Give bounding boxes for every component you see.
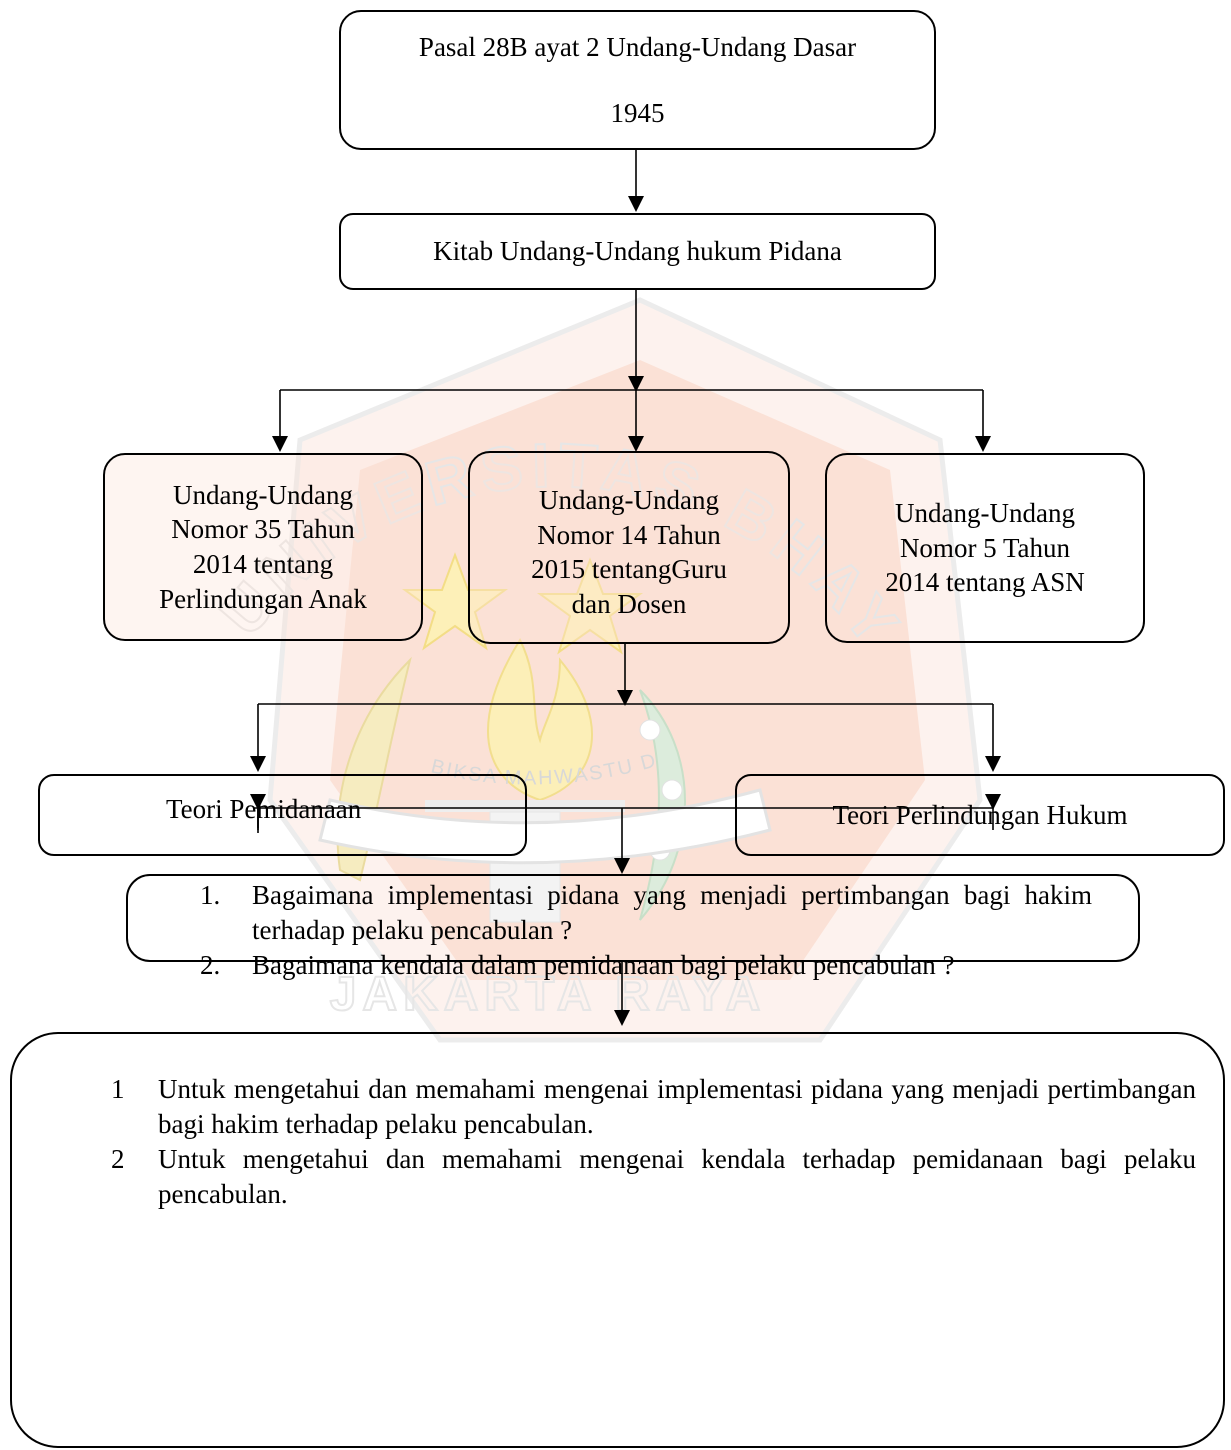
- objective-item-2: 2 Untuk mengetahui dan memahami mengenai…: [111, 1142, 1196, 1212]
- arrowhead: [628, 376, 644, 392]
- arrowhead: [614, 858, 630, 874]
- node-uud-line-2: 1945: [610, 98, 665, 128]
- node-teori-perlindungan-hukum: Teori Perlindungan Hukum: [735, 774, 1225, 856]
- node-uu-asn-line-3: 2014 tentang ASN: [885, 567, 1085, 598]
- question-item-2: 2. Bagaimana kendala dalam pemidanaan ba…: [200, 948, 1092, 983]
- question-number: 2.: [200, 950, 221, 981]
- objective-number: 2: [111, 1144, 125, 1175]
- question-item-1: 1. Bagaimana implementasi pidana yang me…: [200, 878, 1092, 948]
- arrowhead: [985, 794, 1001, 810]
- cotton-branch-icon: [639, 689, 686, 921]
- node-teori-pemidanaan: Teori Pemidanaan: [38, 774, 527, 856]
- node-kuhp-label: Kitab Undang-Undang hukum Pidana: [433, 236, 842, 267]
- node-uu-guru-dosen: Undang-Undang Nomor 14 Tahun 2015 tentan…: [468, 451, 790, 644]
- node-tujuan-penelitian: [10, 1032, 1225, 1448]
- objective-number: 1: [111, 1074, 125, 1104]
- torch-flame-icon: [487, 637, 593, 802]
- node-uu-asn: Undang-Undang Nomor 5 Tahun 2014 tentang…: [825, 453, 1145, 643]
- star-left-icon: [401, 552, 509, 651]
- node-uu-asn-line-1: Undang-Undang: [895, 498, 1075, 529]
- node-uu-anak-line-4: Perlindungan Anak: [159, 583, 367, 614]
- arrowhead: [975, 436, 991, 452]
- tujuan-penelitian-list: 1 Untuk mengetahui dan memahami mengenai…: [111, 1072, 1196, 1212]
- node-uu-guru-line-3: 2015 tentangGuru: [531, 554, 727, 585]
- question-text: Bagaimana kendala dalam pemidanaan bagi …: [252, 950, 955, 981]
- arrowhead: [628, 196, 644, 212]
- node-uu-anak-line-1: Undang-Undang: [173, 479, 353, 510]
- objective-text: Untuk mengetahui dan memahami mengenai k…: [158, 1144, 1196, 1210]
- node-uu-guru-line-4: dan Dosen: [571, 588, 687, 619]
- arrowhead: [250, 794, 266, 810]
- node-uu-anak-line-3: 2014 tentang: [192, 549, 334, 579]
- arrowhead: [250, 756, 266, 772]
- arrowhead: [272, 436, 288, 452]
- question-number: 1.: [200, 880, 221, 910]
- arrowhead: [628, 436, 644, 452]
- arrowhead: [985, 756, 1001, 772]
- objective-item-1: 1 Untuk mengetahui dan memahami mengenai…: [111, 1072, 1196, 1142]
- ribbon-banner: [318, 788, 772, 865]
- node-uu-asn-line-2: Nomor 5 Tahun: [899, 532, 1071, 563]
- node-uu-guru-line-2: Nomor 14 Tahun: [537, 519, 721, 550]
- node-rumusan-masalah: [126, 874, 1140, 962]
- arrowhead: [614, 1010, 630, 1026]
- objective-text: Untuk mengetahui dan memahami mengenai i…: [158, 1074, 1196, 1140]
- node-uu-anak-line-2: Nomor 35 Tahun: [171, 514, 355, 545]
- node-uud-1945: Pasal 28B ayat 2 Undang-Undang Dasar 194…: [339, 10, 936, 150]
- watermark-bottom-text: JAKARTA RAYA: [330, 968, 767, 1021]
- question-text: Bagaimana implementasi pidana yang menja…: [252, 880, 1092, 946]
- node-uu-perlindungan-anak: Undang-Undang Nomor 35 Tahun 2014 tentan…: [103, 453, 423, 641]
- node-teori-pemidanaan-label: Teori Pemidanaan: [166, 794, 362, 824]
- arrowhead: [617, 690, 633, 706]
- node-kuhp: Kitab Undang-Undang hukum Pidana: [339, 213, 936, 290]
- rumusan-masalah-list: 1. Bagaimana implementasi pidana yang me…: [200, 878, 1092, 983]
- node-uud-line-1: Pasal 28B ayat 2 Undang-Undang Dasar: [418, 32, 857, 62]
- node-teori-perlindungan-label: Teori Perlindungan Hukum: [832, 799, 1128, 830]
- node-uu-guru-line-1: Undang-Undang: [539, 485, 719, 515]
- star-right-icon: [536, 557, 644, 655]
